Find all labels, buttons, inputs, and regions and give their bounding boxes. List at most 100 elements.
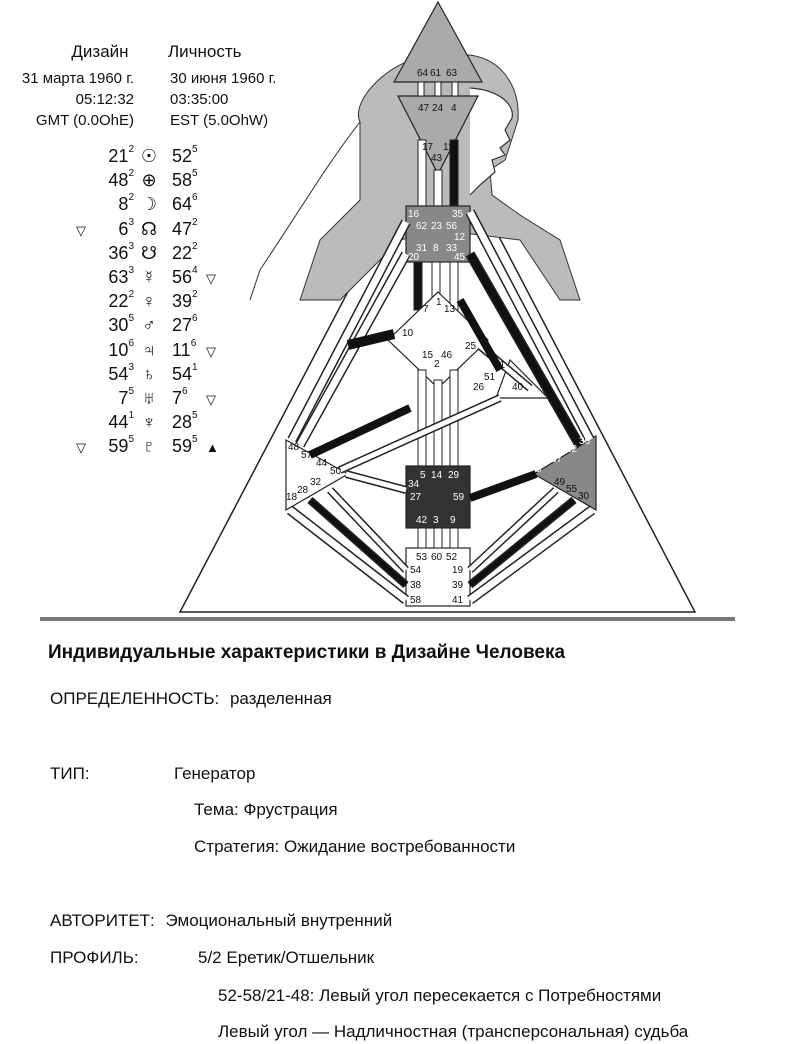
design-gate-line: 2 — [128, 289, 134, 301]
personality-gate-number: 56 — [172, 267, 193, 287]
gate-3: 3 — [433, 515, 439, 526]
planet-row: 106 ♃ 116 ▽ — [0, 337, 300, 366]
design-gate-line: 3 — [128, 216, 134, 228]
planet-row: 543♄541 — [0, 362, 300, 390]
incarnation-cross-description: Левый угол — Надличностная (трансперсона… — [218, 1022, 689, 1041]
profile-label: ПРОФИЛЬ: — [50, 948, 139, 967]
authority-row: АВТОРИТЕТ: Эмоциональный внутренний — [50, 911, 392, 931]
design-gate-line: 5 — [128, 313, 134, 325]
design-header: Дизайн — [71, 42, 129, 61]
personality-gate-line: 2 — [192, 216, 198, 228]
design-gate-line: 3 — [128, 240, 134, 252]
gate-60: 60 — [431, 552, 443, 563]
personality-gate: 585 — [172, 168, 198, 191]
gate-12: 12 — [454, 232, 466, 243]
personality-gate: 276 — [172, 313, 198, 336]
gate-52: 52 — [446, 552, 458, 563]
personality-gate-line: 6 — [192, 192, 198, 204]
design-gate-number: 10 — [108, 339, 129, 360]
strategy-text: Стратегия: Ожидание востребованности — [194, 837, 516, 856]
gate-6: 6 — [536, 464, 542, 475]
personality-gate: 116 — [172, 338, 196, 361]
personality-gate-number: 28 — [172, 412, 193, 433]
definition-row: ОПРЕДЕЛЕННОСТЬ: разделенная — [50, 689, 332, 709]
planet-symbol-icon: ♇ — [142, 436, 156, 457]
profile-value: 5/2 Еретик/Отшельник — [198, 948, 375, 967]
planet-symbol-icon: ☿ — [142, 267, 156, 287]
channel-13-21 — [456, 298, 504, 372]
section-divider — [40, 617, 735, 621]
gate-16: 16 — [408, 209, 420, 220]
design-gate: 82 — [118, 192, 134, 215]
gate-45: 45 — [454, 252, 466, 263]
personality-gate-line: 5 — [192, 168, 198, 180]
gate-8: 8 — [433, 243, 439, 254]
personality-time: 03:35:00 — [170, 91, 229, 108]
gate-41: 41 — [452, 595, 464, 606]
gate-53: 53 — [416, 552, 428, 563]
gate-39: 39 — [452, 580, 464, 591]
design-gate: 212 — [108, 144, 134, 167]
channel-42-53 — [417, 527, 427, 549]
gate-15: 15 — [422, 350, 434, 361]
personality-gate-line: 2 — [192, 240, 198, 252]
gate-11: 11 — [443, 142, 454, 153]
design-gate-line: 3 — [128, 265, 134, 276]
personality-gate-number: 11 — [172, 339, 191, 360]
planet-symbol-icon: ☊ — [141, 218, 157, 239]
design-gate: 305 — [108, 313, 134, 336]
solar-plexus-center — [532, 434, 597, 512]
authority-label: АВТОРИТЕТ: — [50, 911, 155, 930]
channel — [434, 81, 442, 97]
personality-gate: 392 — [172, 289, 198, 312]
planet-row: 633☿564▽ — [0, 265, 300, 293]
right-marker-icon: ▽ — [206, 271, 216, 286]
gate-36: 36 — [579, 436, 591, 447]
planet-symbol-icon: ♀ — [142, 291, 156, 312]
left-marker-icon: ▽ — [76, 440, 86, 456]
gate-13: 13 — [444, 304, 456, 315]
design-meta: 31 марта 1960 г. 05:12:32 GMT (0.0OhE) — [0, 68, 134, 131]
gate-43: 43 — [431, 153, 443, 164]
design-gate-line: 5 — [128, 434, 134, 446]
gate-48: 48 — [288, 442, 300, 453]
personality-gate-number: 7 — [172, 388, 183, 408]
authority-value: Эмоциональный внутренний — [165, 911, 393, 930]
planet-row: 305 ♂ 276 — [0, 313, 300, 341]
gate-19: 19 — [452, 565, 464, 576]
personality-date: 30 июня 1960 г. — [170, 70, 277, 87]
gate-55: 55 — [566, 484, 578, 495]
design-gate-number: 6 — [118, 218, 129, 239]
gate-34: 34 — [408, 479, 420, 490]
design-gate-number: 48 — [108, 170, 129, 191]
planet-symbol-icon: ♃ — [142, 339, 156, 360]
design-gate: 63 — [118, 216, 134, 240]
gate-54: 54 — [410, 565, 422, 576]
planet-symbol-icon: ⊕ — [141, 170, 157, 191]
right-marker-icon: ▽ — [206, 343, 216, 359]
gate-64: 64 — [417, 68, 429, 79]
design-gate-line: 6 — [128, 337, 134, 349]
gate-51: 51 — [484, 372, 496, 383]
channel-9-52 — [449, 527, 459, 549]
definition-value: разделенная — [229, 689, 332, 708]
gate-59: 59 — [453, 492, 465, 503]
gate-9: 9 — [450, 515, 456, 526]
channel-10-20 — [346, 329, 396, 350]
personality-gate: 541 — [172, 362, 198, 385]
gate-62: 62 — [416, 221, 428, 232]
channel-15-5 — [417, 369, 427, 469]
channel-33-13 — [449, 261, 459, 311]
gate-labels: 64 61 63 47 24 4 17 11 43 16 35 62 23 56… — [286, 68, 591, 606]
gate-42: 42 — [416, 515, 428, 526]
design-gate-number: 22 — [108, 291, 129, 312]
personality-gate: 525 — [172, 144, 198, 167]
design-gate-line: 5 — [128, 386, 134, 397]
personality-gate-line: 6 — [182, 386, 188, 397]
design-gate: 441 — [108, 410, 134, 433]
definition-label: ОПРЕДЕЛЕННОСТЬ: — [50, 689, 220, 708]
planet-symbol-icon: ♂ — [142, 315, 156, 336]
planet-row: 222 ♀ 392 — [0, 289, 300, 317]
personality-gate-number: 22 — [172, 242, 193, 263]
planet-symbol-icon: ♆ — [142, 412, 156, 433]
